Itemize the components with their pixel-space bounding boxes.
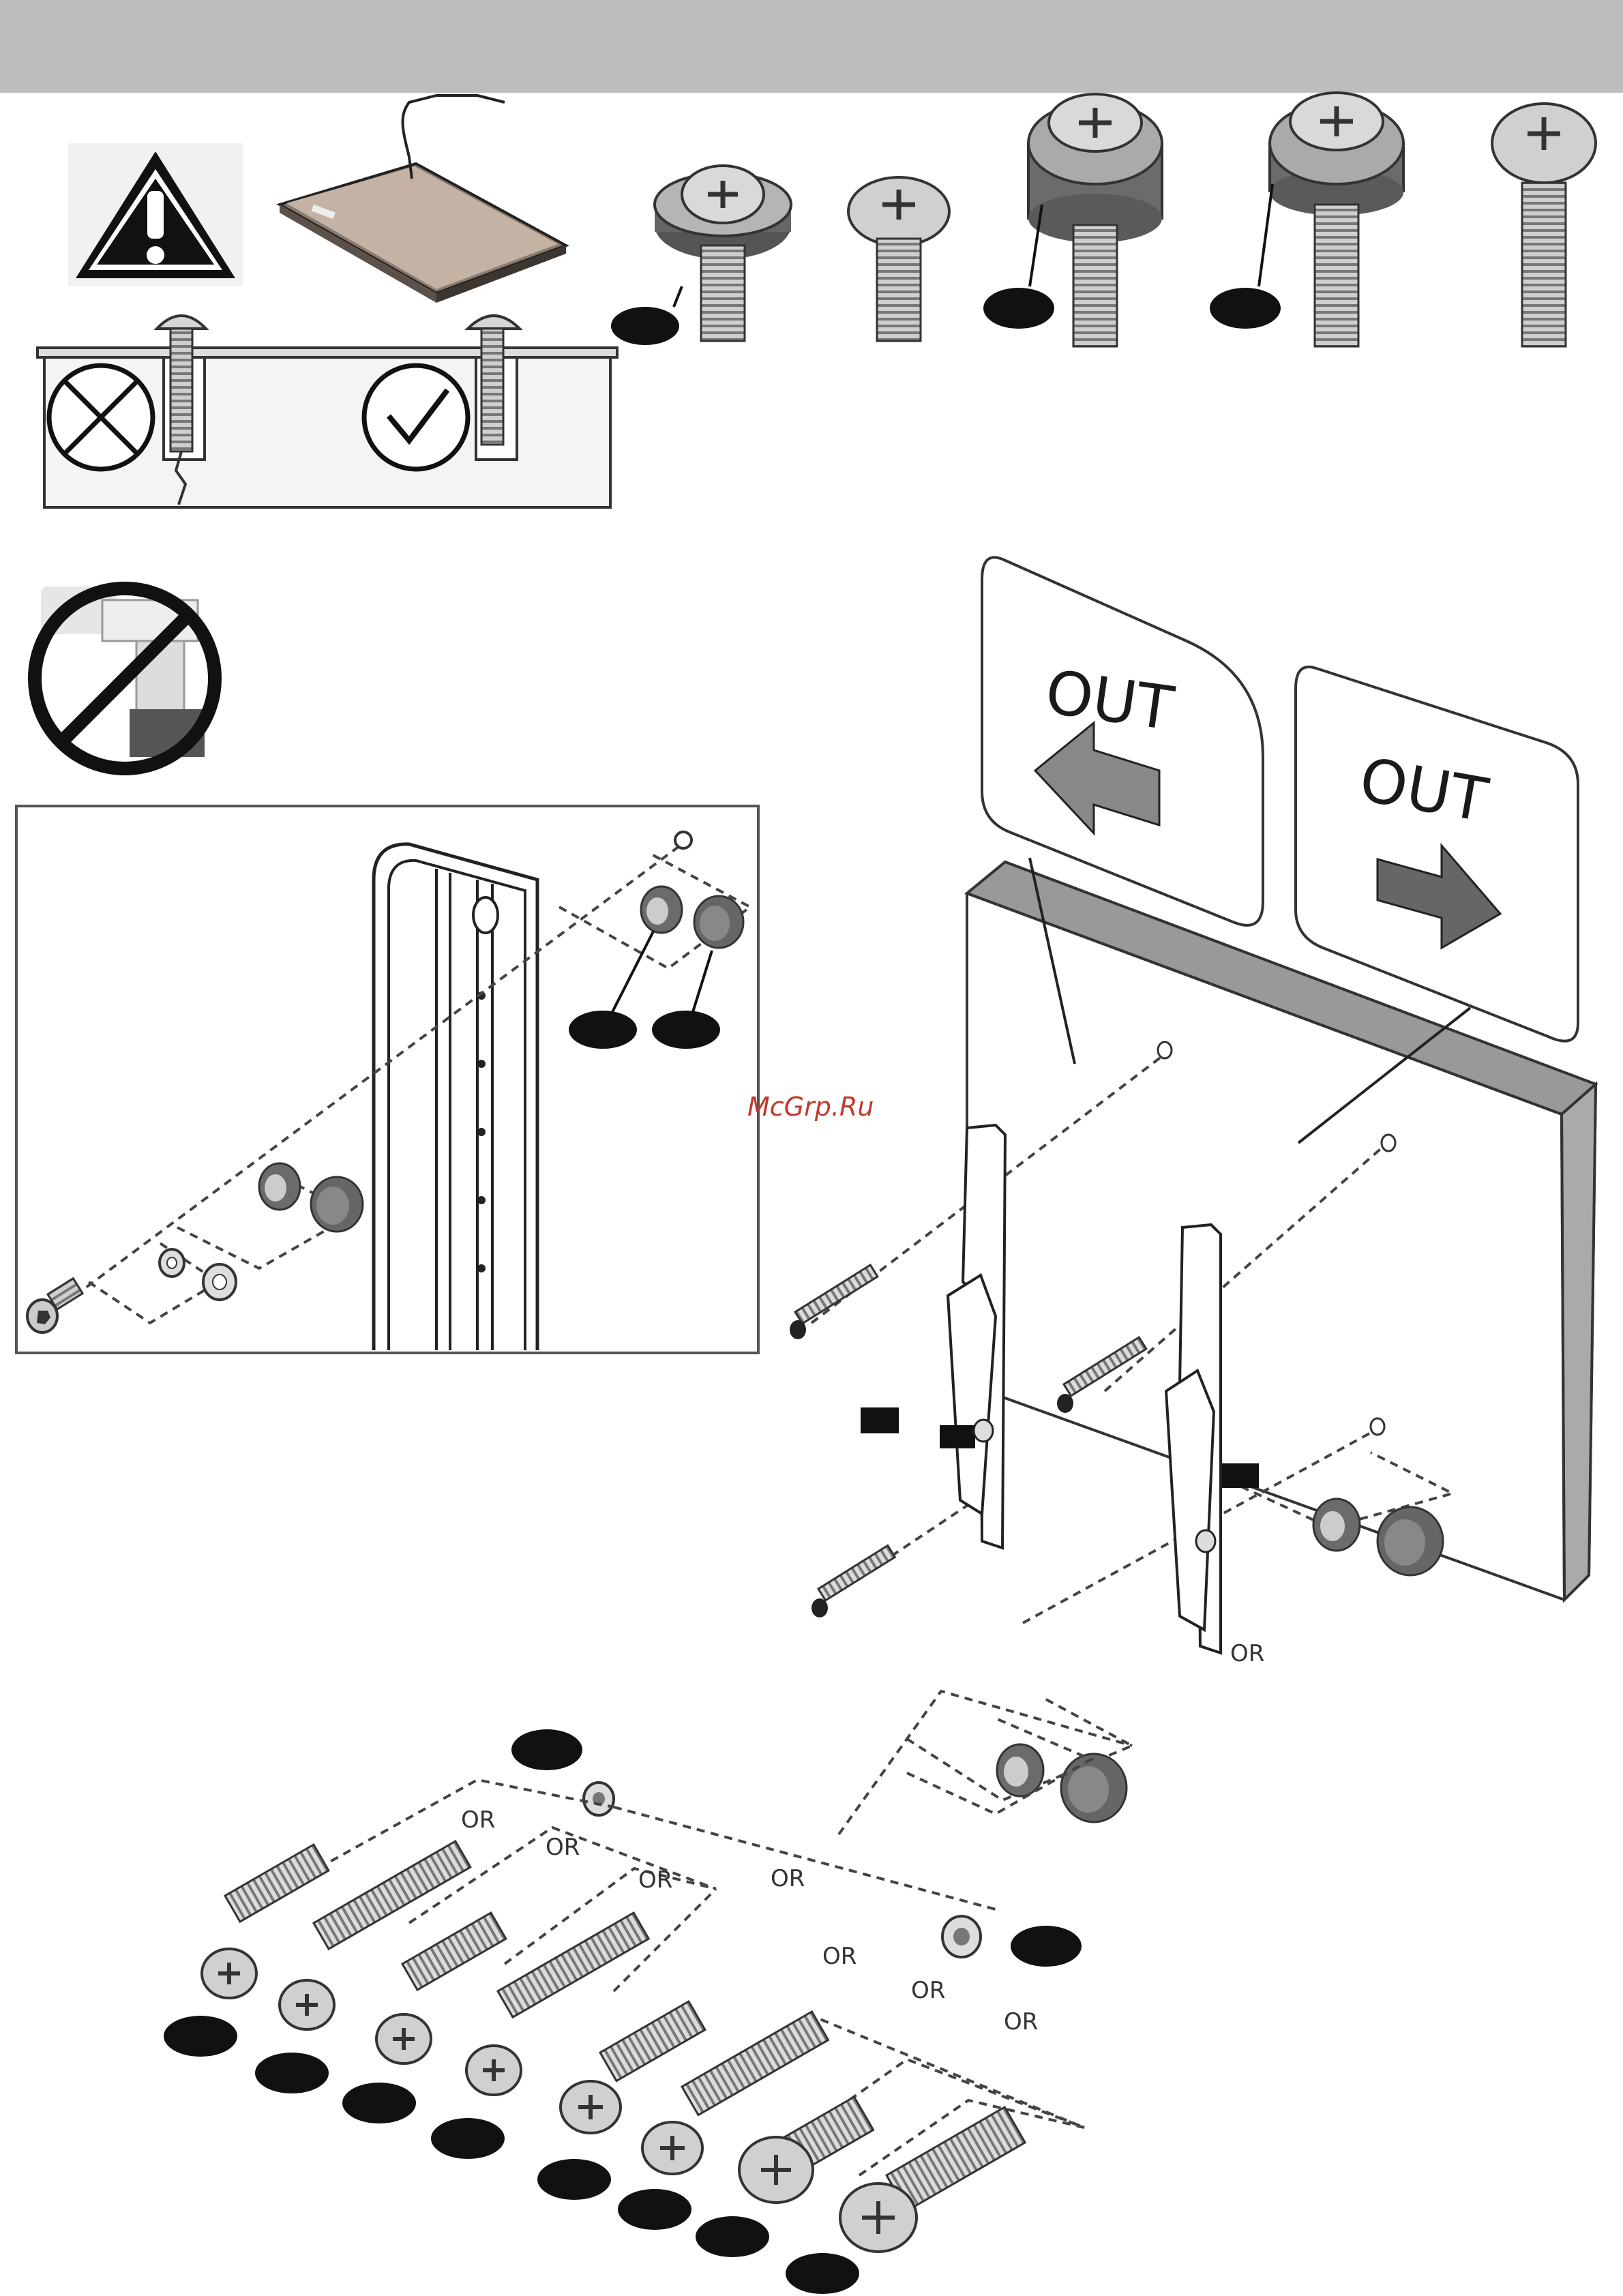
callout-box	[861, 1407, 899, 1433]
screw-m6-short	[561, 2001, 705, 2133]
callout-dot	[611, 307, 679, 345]
long-screw-a	[790, 1265, 878, 1339]
or-label: OR	[771, 1865, 805, 1892]
callout-dot	[1011, 1926, 1082, 1967]
watermark: McGrp.Ru	[747, 1092, 874, 1122]
out-sign-right: OUT	[1296, 667, 1578, 1041]
long-screw-c	[812, 1545, 895, 1617]
washer-small	[584, 1783, 614, 1815]
wrong-icon	[49, 366, 153, 469]
or-label: OR	[638, 1866, 672, 1894]
or-label: OR	[1230, 1640, 1264, 1667]
detail-inset	[16, 806, 758, 1353]
spacer-screw-3	[983, 94, 1162, 346]
callout-dot	[569, 1011, 637, 1049]
or-label: OR	[1004, 2008, 1038, 2036]
machine-screw-2	[848, 177, 949, 341]
screw-m4-short	[202, 1845, 329, 1998]
washer-large	[942, 1916, 981, 1957]
or-label: OR	[822, 1943, 857, 1970]
screw-m5-short	[376, 1913, 506, 2063]
tv-back-hand-image	[280, 95, 566, 303]
or-label: OR	[546, 1834, 580, 1861]
correct-icon	[364, 366, 468, 469]
spacer-screw-1	[611, 166, 791, 345]
or-label: OR	[461, 1806, 495, 1834]
no-drill-icon	[35, 586, 215, 769]
machine-screw-5	[1492, 104, 1596, 346]
warning-icon	[68, 143, 243, 286]
callout-dot	[1210, 288, 1281, 329]
screw-m8-short	[739, 2097, 874, 2203]
or-label: OR	[911, 1977, 945, 2004]
callout-dot	[511, 1729, 582, 1770]
mounting-bracket-left	[940, 1125, 1005, 1548]
callout-dot	[983, 288, 1054, 329]
spacer-screw-4	[1210, 93, 1403, 346]
screen-depth-diagram	[38, 316, 617, 507]
callout-dot	[652, 1011, 720, 1049]
